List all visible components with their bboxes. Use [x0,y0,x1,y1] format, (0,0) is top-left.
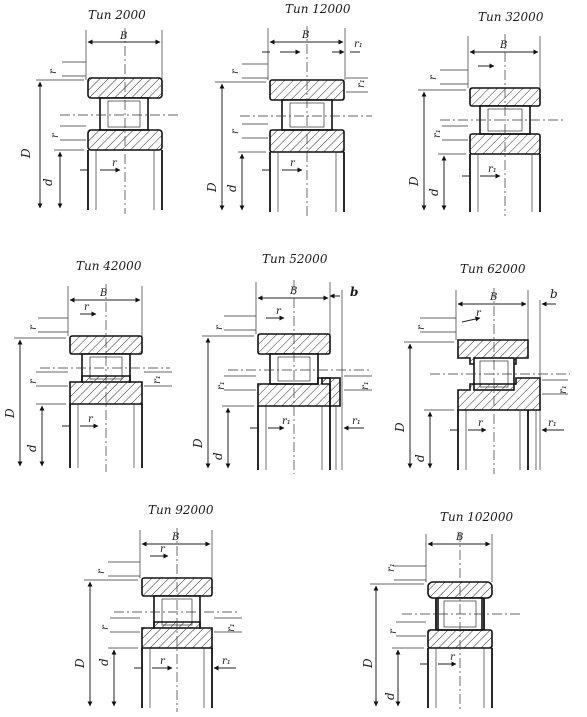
dim-r-inner: r [450,652,456,663]
panel-title: Тип 32000 [478,10,544,24]
dim-r-inner: r [112,158,118,169]
dim-r-mid: r [230,128,241,134]
dim-d: d [97,658,111,666]
panel-title: Тип 52000 [262,252,328,266]
dim-r-top-2: r [160,544,166,555]
dim-B: B [499,40,507,51]
dim-r-inner: r [478,418,484,429]
dim-D: D [361,658,375,669]
dim-r-inner: r [290,158,296,169]
dim-r-mid: r [388,628,399,634]
dim-B: B [171,532,179,543]
dim-B: B [119,31,127,42]
dim-D: D [3,408,17,419]
dim-r1-inner: r₁ [548,418,557,429]
dim-b: b [350,285,358,299]
dim-r-mid: r [50,132,61,138]
dim-r1-side: r₁ [356,79,367,88]
dim-d: d [383,692,397,700]
dim-d: d [427,188,441,196]
dim-B: B [289,286,297,297]
dim-r-top: r [214,324,225,330]
dim-D: D [19,148,33,159]
dim-r-top: r [230,68,241,74]
dim-D: D [407,176,421,187]
panel-type-52000: Тип 52000 B b D d r r r₁ r₁ [191,252,372,474]
dim-r1-side: r₁ [360,381,371,390]
dim-r1-inner-2: r₁ [352,416,361,427]
dim-d: d [211,452,225,460]
dim-r1-mid: r₁ [216,381,227,390]
panel-title: Тип 42000 [76,259,142,273]
dim-r-top: r [48,68,59,74]
dim-r1-side: r₁ [152,375,163,384]
dim-d: d [413,454,427,462]
dim-r1-side: r₁ [558,385,569,394]
dim-r1-top: r₁ [354,39,363,50]
dim-r1-inner: r₁ [222,656,231,667]
dim-r1-top: r₁ [386,563,397,572]
dim-r-top: r [28,324,39,330]
panel-type-102000: Тип 102000 B D d r₁ r r [361,510,520,712]
panel-title: Тип 102000 [440,510,513,524]
panel-type-42000: Тип 42000 B D d r r r r₁ r [3,259,172,472]
dim-r-top-2: r [276,306,282,317]
panel-title: Тип 12000 [285,2,351,16]
dim-r-top: r [428,74,439,80]
panel-type-62000: Тип 62000 B b D d r r r₁ r [393,262,570,474]
dim-b: b [550,287,558,301]
dim-r1-inner: r₁ [488,164,497,175]
dim-D: D [205,182,219,193]
panel-type-32000: Тип 32000 B D d r r₁ r₁ [407,10,565,216]
dim-D: D [393,422,407,433]
dim-r-inner: r [88,414,94,425]
panel-title: Тип 62000 [460,262,526,276]
dim-r1-mid: r₁ [432,129,443,138]
dim-r1-side: r₁ [226,623,237,632]
dim-d: d [225,184,239,192]
dim-d: d [25,444,39,452]
dim-d: d [41,178,55,186]
dim-r-top: r [96,568,107,574]
dim-r-top-2: r [84,302,90,313]
dim-D: D [191,438,205,449]
dim-B: B [489,292,497,303]
dim-r-mid: r [28,378,39,384]
dim-D: D [73,658,87,669]
panel-type-92000: Тип 92000 B D d r r r r₁ r r₁ [73,503,242,712]
dim-r-top: r [416,324,427,330]
dim-r1-inner: r₁ [282,416,291,427]
dim-B: B [99,288,107,299]
panel-title: Тип 2000 [88,8,146,22]
panel-type-2000: Тип 2000 B D d r r r [19,8,180,214]
dim-r-mid: r [100,624,111,630]
dim-r-top-2: r [476,308,482,319]
dim-B: B [301,30,309,41]
dim-B: B [455,532,463,543]
panel-type-12000: Тип 12000 B D d r r r r₁ [205,2,372,216]
panel-title: Тип 92000 [148,503,214,517]
dim-r-inner: r [160,656,166,667]
